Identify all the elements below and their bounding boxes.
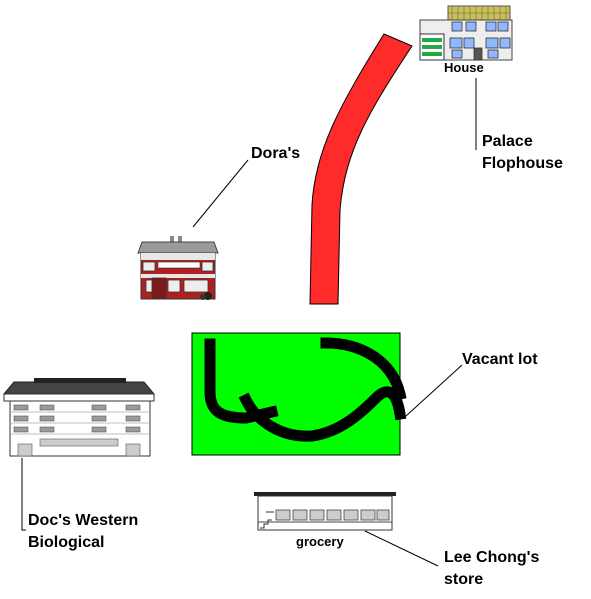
vacant-lot-label: Vacant lot (462, 351, 538, 368)
lee-chongs-store-label-line1: Lee Chong's (444, 549, 540, 566)
lee-chongs-leader (364, 530, 439, 567)
vacant-lot-leader (405, 364, 463, 417)
lee-chongs-store-label-line2: store (444, 571, 484, 588)
vacant-lot-path-arc (320, 337, 407, 401)
house-sign-label: House (444, 60, 484, 75)
palace-flophouse-label-line1: Palace (482, 133, 533, 150)
lee-chongs-grocery-building (254, 492, 396, 531)
doras-leader (192, 159, 249, 228)
palace-flophouse-label-line2: Flophouse (482, 155, 563, 172)
doras-building (137, 236, 219, 300)
docs-leader (21, 458, 26, 531)
red-road (309, 33, 413, 305)
doras-label: Dora's (251, 145, 301, 162)
docs-western-biological-building (2, 378, 156, 457)
grocery-sign-label: grocery (296, 534, 344, 549)
docs-western-biological-label-line1: Doc's Western (28, 512, 139, 529)
docs-western-biological-label-line2: Biological (28, 534, 105, 551)
palace-flophouse-building (419, 5, 513, 61)
vacant-lot-path (204, 338, 407, 442)
